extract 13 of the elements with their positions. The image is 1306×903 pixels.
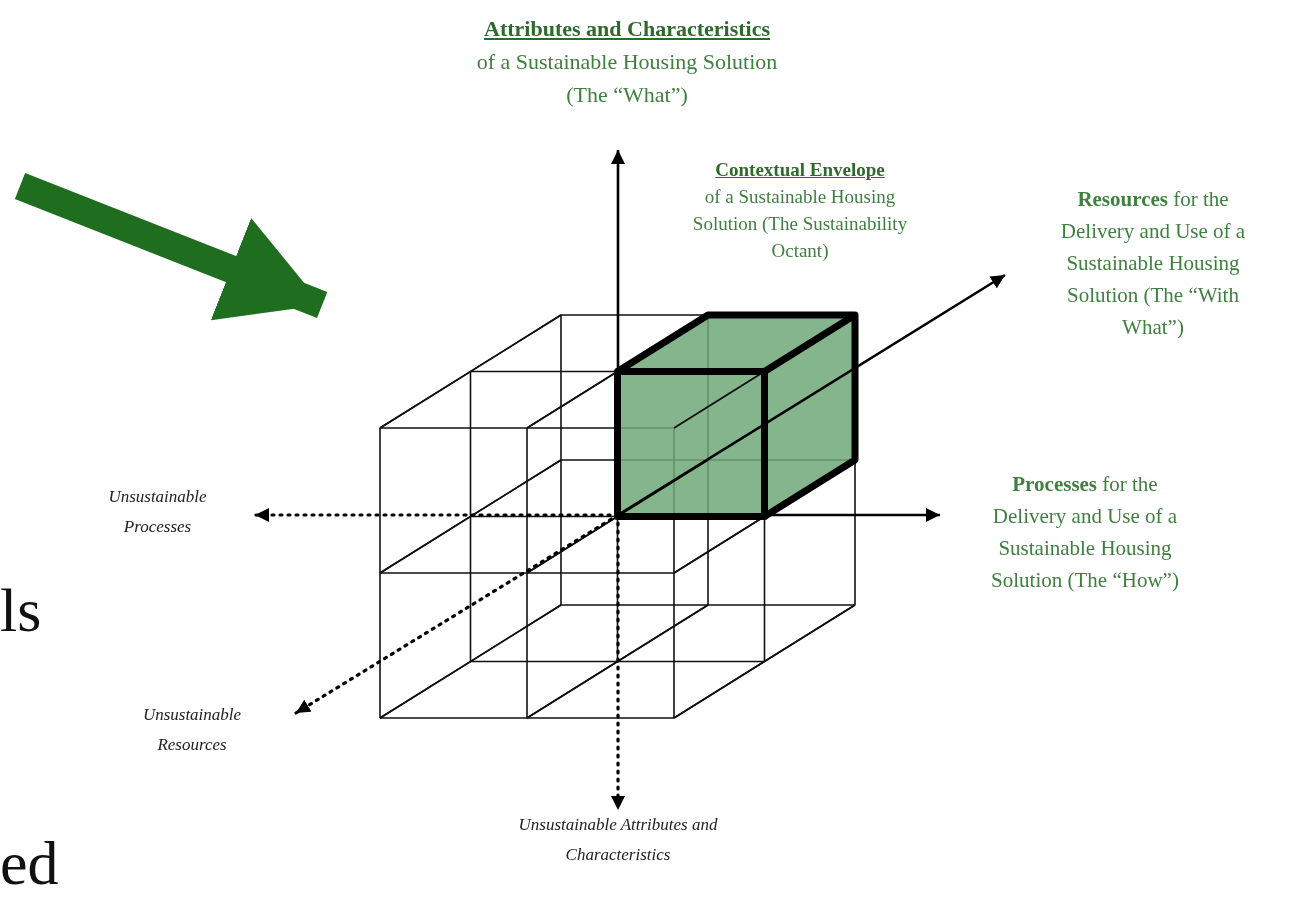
large-arrow <box>14 172 328 321</box>
axis-heading: Attributes and Characteristics <box>484 15 770 43</box>
axis-label: Unsustainable Processes <box>107 486 208 538</box>
axis-heading: Contextual Envelope <box>715 158 885 182</box>
text-fragment: ls <box>0 575 42 645</box>
axis-label: of a Sustainable Housing Solution (The “What”) <box>475 48 779 109</box>
text-fragment: ed <box>0 828 59 898</box>
axis-label: Unsustainable Attributes and Characteristics <box>517 814 719 866</box>
axis-label: of a Sustainable Housing Solution (The Sustainability Octant) <box>691 185 909 263</box>
axis-label: Unsustainable Resources <box>141 704 243 756</box>
axis-label: Processes for the Delivery and Use of a Sustainable Housing Solution (The “How”) <box>990 471 1180 594</box>
wireframe-cube-drawing <box>378 313 858 721</box>
axis-label: Resources for the Delivery and Use of a Sustainable Housing Solution (The “With What”) <box>1059 186 1247 341</box>
